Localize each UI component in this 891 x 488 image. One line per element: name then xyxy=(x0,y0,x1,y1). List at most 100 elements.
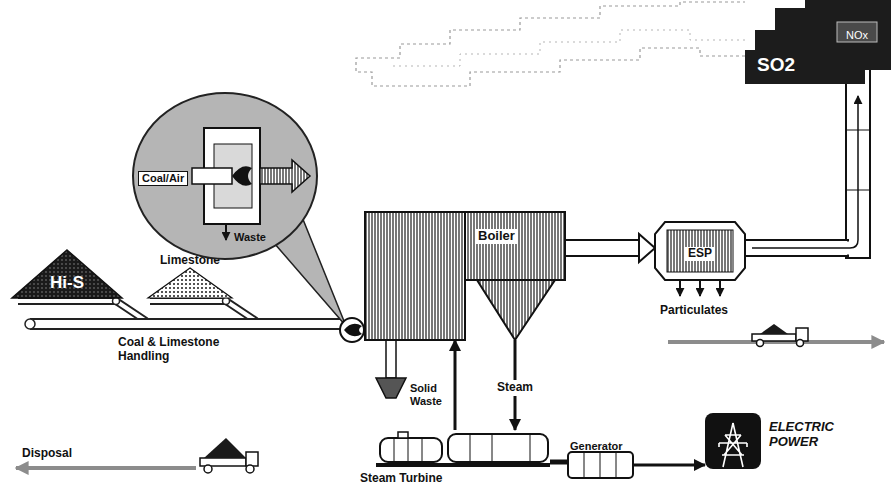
conveyor-label: Coal & Limestone Handling xyxy=(118,336,230,364)
generator-body xyxy=(568,452,633,478)
turbine-rib xyxy=(394,439,395,461)
burner-flame xyxy=(232,166,252,186)
label-holder: Coal & Limestone Handling xyxy=(118,336,230,364)
plume-outline-part xyxy=(356,2,745,86)
generator-rib xyxy=(584,453,585,477)
node-label: ELECTRIC POWER xyxy=(769,420,855,450)
conveyor-belt-part xyxy=(30,318,342,330)
turbine-rib xyxy=(492,435,493,461)
generator-rib xyxy=(616,453,617,477)
duct-interior xyxy=(565,241,639,255)
convection-pass xyxy=(465,212,565,280)
turbine-casing xyxy=(448,434,548,462)
disposal-arrow xyxy=(16,468,196,469)
conveyor-belt xyxy=(18,298,342,330)
waste-truck-part xyxy=(246,465,254,473)
edge-label: Steam xyxy=(495,380,535,396)
particulate-arrows xyxy=(680,281,720,296)
pipe-line xyxy=(454,340,457,430)
text-holder: Boiler xyxy=(475,226,518,244)
boiler: Boiler xyxy=(365,212,565,340)
label-holder: Solid Waste xyxy=(410,382,450,409)
edge-label-holder: Steam xyxy=(495,377,535,396)
disposal-arrow-part xyxy=(16,466,196,470)
disposal-label: Disposal xyxy=(22,447,72,461)
ash-truck-part xyxy=(796,328,808,341)
waste-truck xyxy=(200,438,258,473)
conveyor-belt-part xyxy=(30,320,342,328)
waste-truck-part xyxy=(246,452,258,466)
power-output: ELECTRIC POWER xyxy=(705,410,857,472)
particulates-label: Particulates xyxy=(660,304,728,318)
text-holder: SO2 xyxy=(757,54,795,76)
ash-truck-part xyxy=(757,340,764,347)
turbine-rib xyxy=(470,435,471,461)
conveyor-belt-part xyxy=(25,319,35,329)
esp-precipitator: ESP xyxy=(655,222,745,280)
text-holder: Waste xyxy=(234,227,266,245)
duct-arrowhead xyxy=(639,234,655,262)
emission-cloud: SO2 NOx xyxy=(745,0,891,84)
ash-truck-part xyxy=(797,340,804,347)
ash-truck-part xyxy=(760,324,788,334)
emission-box-shape xyxy=(837,22,877,42)
pipe-line xyxy=(633,464,705,467)
power-icon xyxy=(705,413,761,469)
node-label: Hi-S xyxy=(50,273,84,293)
node-label: ESP xyxy=(685,247,715,261)
node-label: Generator xyxy=(570,440,623,453)
esp-housing xyxy=(655,222,745,280)
text-holder: Generator xyxy=(570,436,623,454)
turbine-inlet xyxy=(398,432,408,438)
steam-turbine: Steam Turbine xyxy=(358,430,550,485)
node-label: NOx xyxy=(846,29,868,42)
text-holder: NOx xyxy=(846,25,868,43)
burner-port xyxy=(340,318,364,342)
text-holder: Steam Turbine xyxy=(360,468,442,486)
particulate-arrows-part xyxy=(699,281,701,296)
coal-pile-shape xyxy=(12,250,122,298)
return-pipe xyxy=(455,340,456,430)
node-label: Steam Turbine xyxy=(360,472,442,486)
waste-arrow xyxy=(225,225,227,240)
ash-truck xyxy=(752,324,808,347)
node-label: Boiler xyxy=(475,229,518,244)
label-holder: Particulates xyxy=(660,300,728,318)
ash-hopper xyxy=(376,340,406,398)
turbine-casing xyxy=(380,438,442,462)
boiler-outline xyxy=(365,212,565,340)
particulate-arrows-part xyxy=(679,281,681,296)
ash-hopper-part xyxy=(376,378,406,398)
coal-pile: Hi-S xyxy=(12,250,122,298)
inset-bubble xyxy=(133,93,317,259)
burner-inset: Coal/AirWaste xyxy=(132,92,318,260)
text-holder: Hi-S xyxy=(50,273,84,293)
burner-port-part xyxy=(340,318,364,342)
waste-label: Solid Waste xyxy=(410,382,450,407)
esp-plates xyxy=(667,230,733,272)
emission-box: NOx xyxy=(837,22,877,42)
duct-wall xyxy=(565,239,639,257)
power-arrow xyxy=(633,465,705,466)
flue-duct xyxy=(744,96,858,256)
turbine-shaft xyxy=(550,462,568,463)
generator-rib xyxy=(600,453,601,477)
node-sublabel: Waste xyxy=(234,231,266,244)
turbine-base xyxy=(376,463,550,467)
transmission-tower xyxy=(719,423,747,467)
node-label: Coal/Air xyxy=(138,171,188,186)
text-holder: ELECTRIC POWER xyxy=(769,420,855,450)
flame-arrow xyxy=(260,160,310,192)
burner-nozzle xyxy=(192,168,232,184)
turbine-rib xyxy=(422,439,423,461)
label-holder: Disposal xyxy=(22,443,72,461)
turbine-rib xyxy=(408,439,409,461)
flue-gas-duct xyxy=(565,234,655,262)
limestone-pile-shape xyxy=(148,268,232,298)
text-holder: ESP xyxy=(685,243,715,261)
boiler-hopper xyxy=(477,280,555,340)
plume-outline xyxy=(356,2,745,86)
